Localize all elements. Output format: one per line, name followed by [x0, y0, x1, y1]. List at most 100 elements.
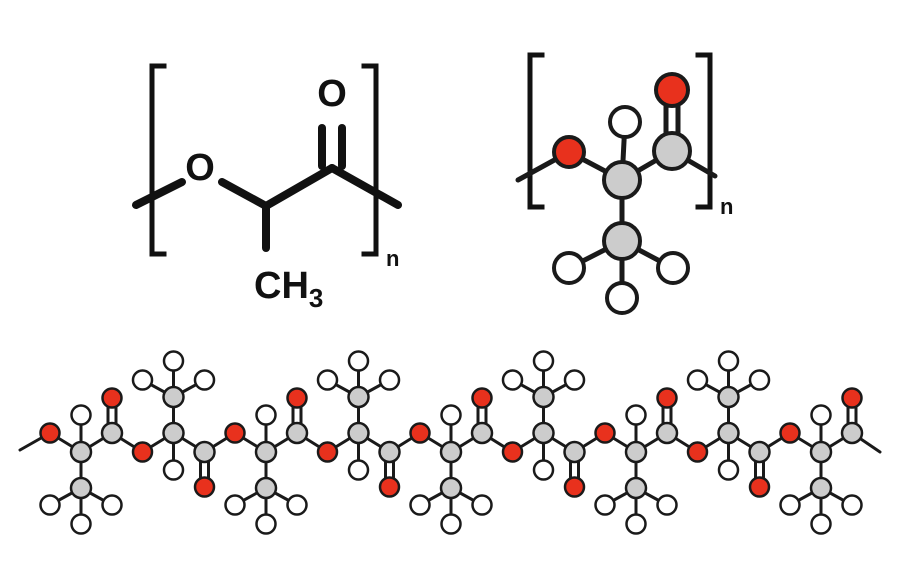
- carbon-atom: [840, 421, 864, 445]
- oxygen-atom: [841, 387, 863, 409]
- oxygen-atom: [39, 422, 61, 444]
- carbon-atom: [193, 440, 216, 464]
- carbon-atom: [809, 476, 833, 500]
- carbon-atom: [378, 440, 401, 464]
- hydrogen-atom: [717, 350, 740, 372]
- oxygen-atom: [779, 422, 801, 444]
- carbon-atom: [162, 385, 185, 409]
- hydrogen-atom: [656, 251, 690, 285]
- ball-model-atoms: [552, 72, 692, 315]
- carbon-atom: [470, 421, 494, 445]
- hydrogen-atom: [316, 369, 339, 391]
- skeletal-bonds: [132, 124, 402, 252]
- oxygen-atom: [501, 441, 524, 463]
- carbon-atom: [254, 440, 278, 464]
- hydrogen-atom: [70, 513, 92, 535]
- ball-repeat-n: n: [720, 194, 733, 219]
- hydrogen-atom: [552, 251, 586, 285]
- hydrogen-atom: [748, 369, 771, 391]
- hydrogen-atom: [101, 494, 123, 516]
- hydrogen-atom: [347, 350, 370, 372]
- carbon-atom: [602, 160, 642, 200]
- hydrogen-atom: [440, 513, 462, 535]
- hydrogen-atom: [532, 350, 555, 372]
- skeletal-methyl-label: CH3: [254, 265, 323, 313]
- oxygen-atom: [748, 476, 771, 498]
- oxygen-atom: [286, 387, 308, 409]
- oxygen-atom: [594, 422, 616, 444]
- hydrogen-atom: [193, 369, 216, 391]
- hydrogen-atom: [347, 459, 370, 481]
- oxygen-atom: [224, 422, 246, 444]
- hydrogen-atom: [605, 281, 639, 315]
- hydrogen-atom: [810, 513, 832, 535]
- carbon-atom: [347, 421, 370, 445]
- carbon-atom: [748, 440, 771, 464]
- hydrogen-atom: [594, 494, 616, 516]
- carbon-atom: [809, 440, 833, 464]
- polymer-chain: [18, 350, 882, 535]
- hydrogen-atom: [39, 494, 61, 516]
- hydrogen-atom: [224, 494, 246, 516]
- hydrogen-atom: [563, 369, 586, 391]
- oxygen-atom: [101, 387, 123, 409]
- hydrogen-atom: [255, 513, 277, 535]
- oxygen-atom: [316, 441, 339, 463]
- oxygen-atom: [409, 422, 431, 444]
- hydrogen-atom: [625, 513, 647, 535]
- hydrogen-atom: [409, 494, 431, 516]
- hydrogen-atom: [255, 404, 277, 426]
- carbon-atom: [69, 440, 93, 464]
- hydrogen-atom: [779, 494, 801, 516]
- carbon-atom: [532, 421, 555, 445]
- carbon-atom: [69, 476, 93, 500]
- chain-atoms: [39, 350, 864, 535]
- carbon-atom: [285, 421, 309, 445]
- oxygen-atom: [131, 441, 154, 463]
- hydrogen-atom: [286, 494, 308, 516]
- carbon-atom: [717, 385, 740, 409]
- skeletal-carbonyl-oxygen-label: O: [317, 73, 347, 115]
- carbon-atom: [162, 421, 185, 445]
- oxygen-atom: [654, 72, 690, 108]
- oxygen-atom: [563, 476, 586, 498]
- skeletal-oxygen-label: O: [185, 147, 215, 189]
- hydrogen-atom: [717, 459, 740, 481]
- carbon-atom: [532, 385, 555, 409]
- carbon-atom: [655, 421, 679, 445]
- ball-right-bracket: [695, 52, 713, 210]
- carbon-atom: [717, 421, 740, 445]
- ball-model: n: [515, 52, 733, 315]
- hydrogen-atom: [162, 459, 185, 481]
- carbon-atom: [439, 476, 463, 500]
- hydrogen-atom: [440, 404, 462, 426]
- hydrogen-atom: [131, 369, 154, 391]
- hydrogen-atom: [810, 404, 832, 426]
- oxygen-atom: [686, 441, 709, 463]
- carbon-atom: [563, 440, 586, 464]
- carbon-atom: [439, 440, 463, 464]
- methyl-main: CH: [254, 265, 309, 307]
- carbon-atom: [624, 476, 648, 500]
- methyl-subscript: 3: [309, 283, 323, 313]
- oxygen-atom: [552, 135, 586, 169]
- hydrogen-atom: [686, 369, 709, 391]
- carbon-atom: [254, 476, 278, 500]
- skeletal-formula: O O CH3 n: [132, 63, 402, 313]
- hydrogen-atom: [841, 494, 863, 516]
- oxygen-atom: [193, 476, 216, 498]
- hydrogen-atom: [656, 494, 678, 516]
- hydrogen-atom: [70, 404, 92, 426]
- hydrogen-atom: [608, 105, 642, 139]
- carbon-atom: [624, 440, 648, 464]
- hydrogen-atom: [378, 369, 401, 391]
- carbon-atom: [347, 385, 370, 409]
- oxygen-atom: [656, 387, 678, 409]
- skeletal-right-bracket: [361, 63, 379, 257]
- oxygen-atom: [471, 387, 493, 409]
- skeletal-repeat-n: n: [386, 246, 399, 271]
- ball-left-bracket: [527, 52, 545, 210]
- carbon-atom: [652, 131, 692, 171]
- skeletal-left-bracket: [149, 63, 167, 257]
